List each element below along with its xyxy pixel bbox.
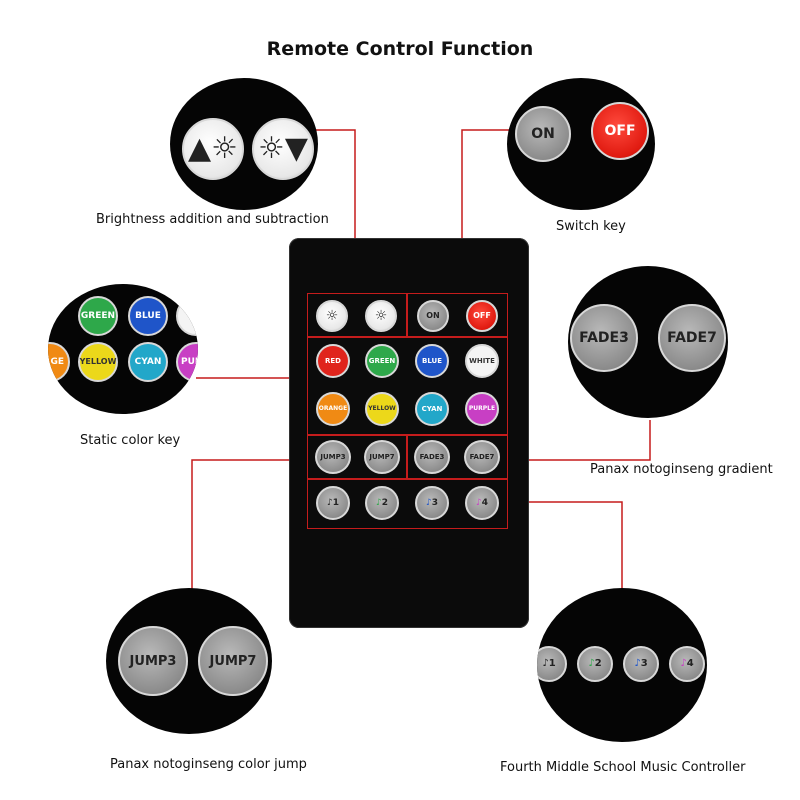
- brightness-up-button[interactable]: ☼: [316, 300, 348, 332]
- jump3-zoom-button: JUMP3: [118, 626, 188, 696]
- purple-zoom-button: PURP: [176, 342, 198, 382]
- orange-button[interactable]: ORANGE: [316, 392, 350, 426]
- gradient-zoom-circle: FADE3 FADE7: [568, 266, 728, 418]
- music-note-icon: ♪: [425, 497, 432, 508]
- green-zoom-button: GREEN: [78, 296, 118, 336]
- orange-zoom-button: GE: [48, 342, 70, 382]
- music-note-icon: ♪: [588, 658, 595, 669]
- music-note-icon: ♪: [680, 658, 687, 669]
- music4-zoom-label: 4: [686, 658, 694, 669]
- music-note-icon: ♪: [542, 658, 549, 669]
- music4-label: 4: [481, 497, 488, 508]
- off-button[interactable]: OFF: [466, 300, 498, 332]
- fade3-button[interactable]: FADE3: [414, 440, 450, 474]
- green-button[interactable]: GREEN: [365, 344, 399, 378]
- music2-button[interactable]: ♪2: [365, 486, 399, 520]
- page-title: Remote Control Function: [266, 38, 534, 60]
- sun-up-arrow-icon: ☼: [325, 308, 339, 324]
- static-color-group-box: [307, 337, 508, 435]
- static-color-zoom-circle: GREEN BLUE WH GE YELLOW CYAN PURP: [48, 284, 198, 414]
- music1-label: 1: [332, 497, 339, 508]
- jump3-button[interactable]: JUMP3: [315, 440, 351, 474]
- music2-zoom-button: ♪2: [577, 646, 613, 682]
- red-button[interactable]: RED: [316, 344, 350, 378]
- music4-zoom-button: ♪4: [669, 646, 705, 682]
- switch-caption: Switch key: [556, 219, 626, 234]
- music-connector: [508, 501, 623, 592]
- brightness-group-box: [307, 293, 407, 337]
- music1-zoom-button: ♪1: [537, 646, 567, 682]
- gradient-connector: [508, 420, 651, 461]
- yellow-button[interactable]: YELLOW: [365, 392, 399, 426]
- music1-zoom-label: 1: [548, 658, 556, 669]
- music-note-icon: ♪: [326, 497, 333, 508]
- switch-zoom-circle: ON OFF: [507, 78, 655, 210]
- music-zoom-circle: ♪1 ♪2 ♪3 ♪4: [537, 588, 707, 742]
- fade3-zoom-button: FADE3: [570, 304, 638, 372]
- remote-control: ☼ ☼ ON OFF RED GREEN BLUE WHITE ORANGE Y…: [289, 238, 529, 628]
- gradient-caption: Panax notoginseng gradient: [590, 462, 773, 477]
- music1-button[interactable]: ♪1: [316, 486, 350, 520]
- music2-label: 2: [381, 497, 388, 508]
- brightness-zoom-circle: ▲☼ ☼▼: [170, 78, 318, 210]
- music2-zoom-label: 2: [594, 658, 602, 669]
- static-caption: Static color key: [80, 433, 181, 448]
- brightness-caption: Brightness addition and subtraction: [96, 212, 329, 227]
- music4-button[interactable]: ♪4: [465, 486, 499, 520]
- jump7-button[interactable]: JUMP7: [364, 440, 400, 474]
- cyan-zoom-button: CYAN: [128, 342, 168, 382]
- music3-zoom-button: ♪3: [623, 646, 659, 682]
- sun-up-arrow-icon: ▲☼: [188, 131, 238, 166]
- yellow-zoom-button: YELLOW: [78, 342, 118, 382]
- blue-zoom-button: BLUE: [128, 296, 168, 336]
- music-note-icon: ♪: [475, 497, 482, 508]
- music3-button[interactable]: ♪3: [415, 486, 449, 520]
- brightness-down-zoom-button: ☼▼: [252, 118, 314, 180]
- jump-caption: Panax notoginseng color jump: [110, 757, 307, 772]
- music3-label: 3: [431, 497, 438, 508]
- off-zoom-button: OFF: [591, 102, 649, 160]
- sun-down-arrow-icon: ☼▼: [258, 131, 308, 166]
- jump-connector: [191, 459, 310, 590]
- fade7-zoom-button: FADE7: [658, 304, 726, 372]
- sun-down-arrow-icon: ☼: [374, 308, 388, 324]
- cyan-button[interactable]: CYAN: [415, 392, 449, 426]
- on-zoom-button: ON: [515, 106, 571, 162]
- music-note-icon: ♪: [634, 658, 641, 669]
- white-button[interactable]: WHITE: [465, 344, 499, 378]
- jump-group-box: [307, 435, 407, 479]
- blue-button[interactable]: BLUE: [415, 344, 449, 378]
- jump-zoom-circle: JUMP3 JUMP7: [106, 588, 272, 734]
- music3-zoom-label: 3: [640, 658, 648, 669]
- on-button[interactable]: ON: [417, 300, 449, 332]
- jump7-zoom-button: JUMP7: [198, 626, 268, 696]
- fade7-button[interactable]: FADE7: [464, 440, 500, 474]
- brightness-down-button[interactable]: ☼: [365, 300, 397, 332]
- music-caption: Fourth Middle School Music Controller: [500, 760, 746, 775]
- purple-button[interactable]: PURPLE: [465, 392, 499, 426]
- music-group-box: [307, 479, 508, 529]
- brightness-up-zoom-button: ▲☼: [182, 118, 244, 180]
- switch-group-box: [407, 293, 508, 337]
- music-note-icon: ♪: [375, 497, 382, 508]
- fade-group-box: [407, 435, 508, 479]
